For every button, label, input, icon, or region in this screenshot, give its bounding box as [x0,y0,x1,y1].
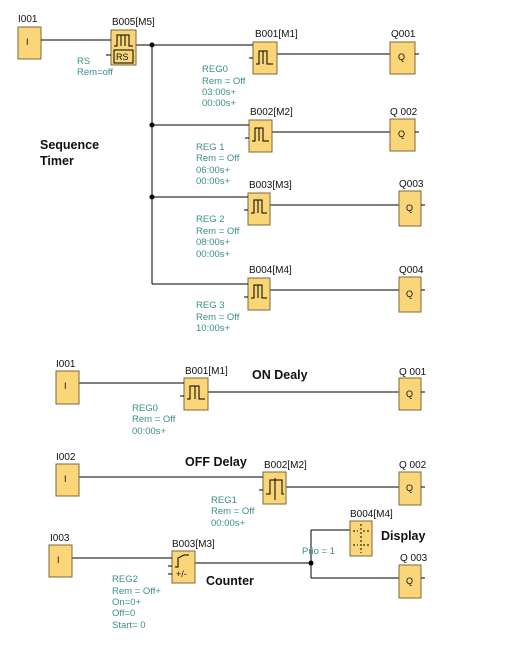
timer-b003-t2: 00:00s+ [196,249,231,260]
on-delay-input-glyph: I [64,381,67,391]
counter-block-id: B003[M3] [172,539,215,550]
seq-output-q003-glyph: Q [406,203,413,213]
off-delay-input-glyph: I [64,474,67,484]
counter-output-q003[interactable]: Q 003 Q [398,553,428,599]
counter-block-glyph: +/- [176,569,187,579]
timer-b001-rem: Rem = Off [202,76,246,87]
counter-output-glyph: Q [406,576,413,586]
rs-block-b005-param-rem: Rem=off [77,67,113,78]
timer-b002-m2[interactable]: B002[M2] [245,107,293,153]
off-delay-output-glyph: Q [406,483,413,493]
rs-block-b005[interactable]: B005[M5] RS [106,17,155,66]
counter-block-on: On=0+ [112,597,142,608]
timer-b004-rem: Rem = Off [196,312,240,323]
display-block-prio: Prio = 1 [302,546,335,557]
on-delay-output-q001[interactable]: Q 001 Q [398,367,427,411]
counter-input-i003[interactable]: I003 I [48,533,73,578]
counter-output-id: Q 003 [400,553,428,564]
off-delay-block-rem: Rem = Off [211,506,255,517]
counter-wires [72,529,399,579]
timer-b002-id: B002[M2] [250,107,293,118]
timer-b003-t1: 08:00s+ [196,237,231,248]
off-delay-block-b002[interactable]: B002[M2] [259,460,307,505]
on-delay-input-i001[interactable]: I001 I [55,359,80,405]
off-delay-title: OFF Delay [185,455,247,469]
off-delay-output-q002[interactable]: Q 002 Q [398,460,427,506]
timer-b001-m1[interactable]: B001[M1] [249,29,298,75]
on-delay-output-id: Q 001 [399,367,427,378]
on-delay-block-rem: Rem = Off [132,414,176,425]
off-delay-block-reg: REG1 [211,495,237,506]
seq-output-q004-glyph: Q [406,289,413,299]
off-delay-output-id: Q 002 [399,460,427,471]
timer-b004-t1: 10:00s+ [196,323,231,334]
timer-b002-rem: Rem = Off [196,153,240,164]
timer-b002-t2: 00:00s+ [196,176,231,187]
seq-output-q003-id: Q003 [399,179,424,190]
seq-output-q004[interactable]: Q004 Q [398,265,425,313]
on-delay-wires [79,382,399,393]
counter-block-rem: Rem = Off+ [112,586,161,597]
on-delay-block-id: B001[M1] [185,366,228,377]
counter-block-start: Start= 0 [112,620,146,631]
counter-input-glyph: I [57,555,60,565]
timer-b001-t2: 00:00s+ [202,98,237,109]
timer-b003-id: B003[M3] [249,180,292,191]
timer-b002-reg: REG 1 [196,142,225,153]
seq-output-q004-id: Q004 [399,265,424,276]
counter-title: Counter [206,574,254,588]
timer-b001-id: B001[M1] [255,29,298,40]
counter-input-id: I003 [50,533,70,544]
sequence-timer-title-line1: Sequence [40,138,99,152]
display-title: Display [381,529,426,543]
sequence-timer-title-line2: Timer [40,154,74,168]
on-delay-output-glyph: Q [406,389,413,399]
timer-b003-rem: Rem = Off [196,226,240,237]
off-delay-wires [79,476,399,488]
seq-output-q002[interactable]: Q 002 Q [389,107,419,152]
counter-block-off: Off=0 [112,608,135,619]
on-delay-title: ON Dealy [252,368,308,382]
seq-output-q001-id: Q001 [391,29,416,40]
on-delay-block-b001[interactable]: B001[M1] [180,366,228,411]
rs-block-b005-glyph: RS [116,52,129,62]
rs-pulse-icon [114,34,133,47]
timer-b004-m4[interactable]: B004[M4] [244,265,292,311]
on-delay-block-reg: REG0 [132,403,158,414]
timer-b001-reg: REG0 [202,64,228,75]
rs-block-b005-id: B005[M5] [112,17,155,28]
counter-block-b003[interactable]: B003[M3] +/- [168,539,215,584]
seq-input-i001[interactable]: I001 I [17,14,45,60]
off-delay-input-i002[interactable]: I002 I [55,452,80,497]
seq-input-i001-glyph: I [26,37,29,47]
off-delay-block-id: B002[M2] [264,460,307,471]
counter-ramp-icon [175,554,189,568]
timer-b004-reg: REG 3 [196,300,225,311]
on-delay-block-t1: 00:00s+ [132,426,167,437]
timer-b002-t1: 06:00s+ [196,165,231,176]
timer-b001-t1: 03:00s+ [202,87,237,98]
counter-block-reg: REG2 [112,574,138,585]
seq-output-q001-glyph: Q [398,52,405,62]
off-delay-block-t1: 00:00s+ [211,518,246,529]
rs-block-b005-param-rs: RS [77,56,90,67]
display-block-b004[interactable]: B004[M4] [349,509,393,557]
seq-output-q001[interactable]: Q001 Q [389,29,419,75]
sequence-timer-wires [41,39,399,291]
text-display-icon [353,524,369,553]
display-block-id: B004[M4] [350,509,393,520]
rs-box-icon [113,49,134,64]
on-delay-input-id: I001 [56,359,76,370]
seq-output-q002-id: Q 002 [390,107,418,118]
timer-b004-id: B004[M4] [249,265,292,276]
seq-input-i001-id: I001 [18,14,38,25]
timer-b003-m3[interactable]: B003[M3] [244,180,292,226]
off-delay-input-id: I002 [56,452,76,463]
off-delay-pulse-icon [266,479,284,495]
timer-b003-reg: REG 2 [196,214,225,225]
seq-output-q002-glyph: Q [398,129,405,139]
seq-output-q003[interactable]: Q003 Q [398,179,425,227]
